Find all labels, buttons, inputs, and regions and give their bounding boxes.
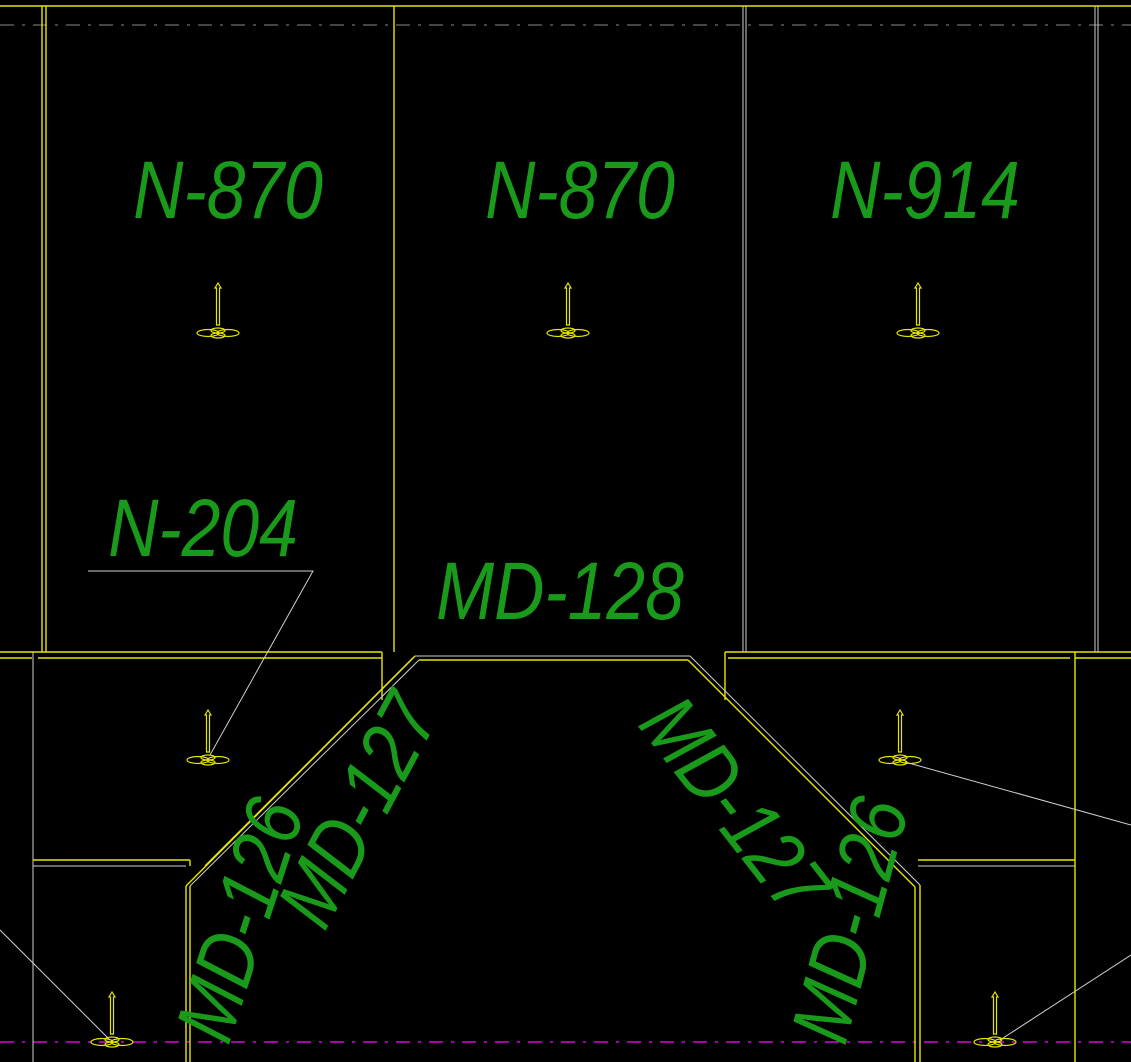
fixture-symbol-icon[interactable]: [896, 281, 940, 339]
fixture-symbol-icon[interactable]: [196, 281, 240, 339]
fixture-symbol-icon[interactable]: [186, 708, 230, 766]
fixture-symbol-icon[interactable]: [878, 708, 922, 766]
walls: [0, 5, 1131, 1062]
room-label-n870-mid[interactable]: N-870: [485, 145, 675, 237]
bottom-label-md126-left[interactable]: MD-126: [159, 788, 323, 1053]
leader-lines: [0, 570, 1131, 1041]
room-label-n914[interactable]: N-914: [830, 145, 1020, 237]
fixture-symbol-icon[interactable]: [546, 281, 590, 339]
callout-label-n204[interactable]: N-204: [108, 483, 298, 575]
fixture-symbol-icon[interactable]: [90, 990, 134, 1048]
room-label-n870-left[interactable]: N-870: [133, 145, 323, 237]
fixture-symbol-icon[interactable]: [973, 990, 1017, 1048]
corridor-label-md128[interactable]: MD-128: [436, 546, 684, 638]
